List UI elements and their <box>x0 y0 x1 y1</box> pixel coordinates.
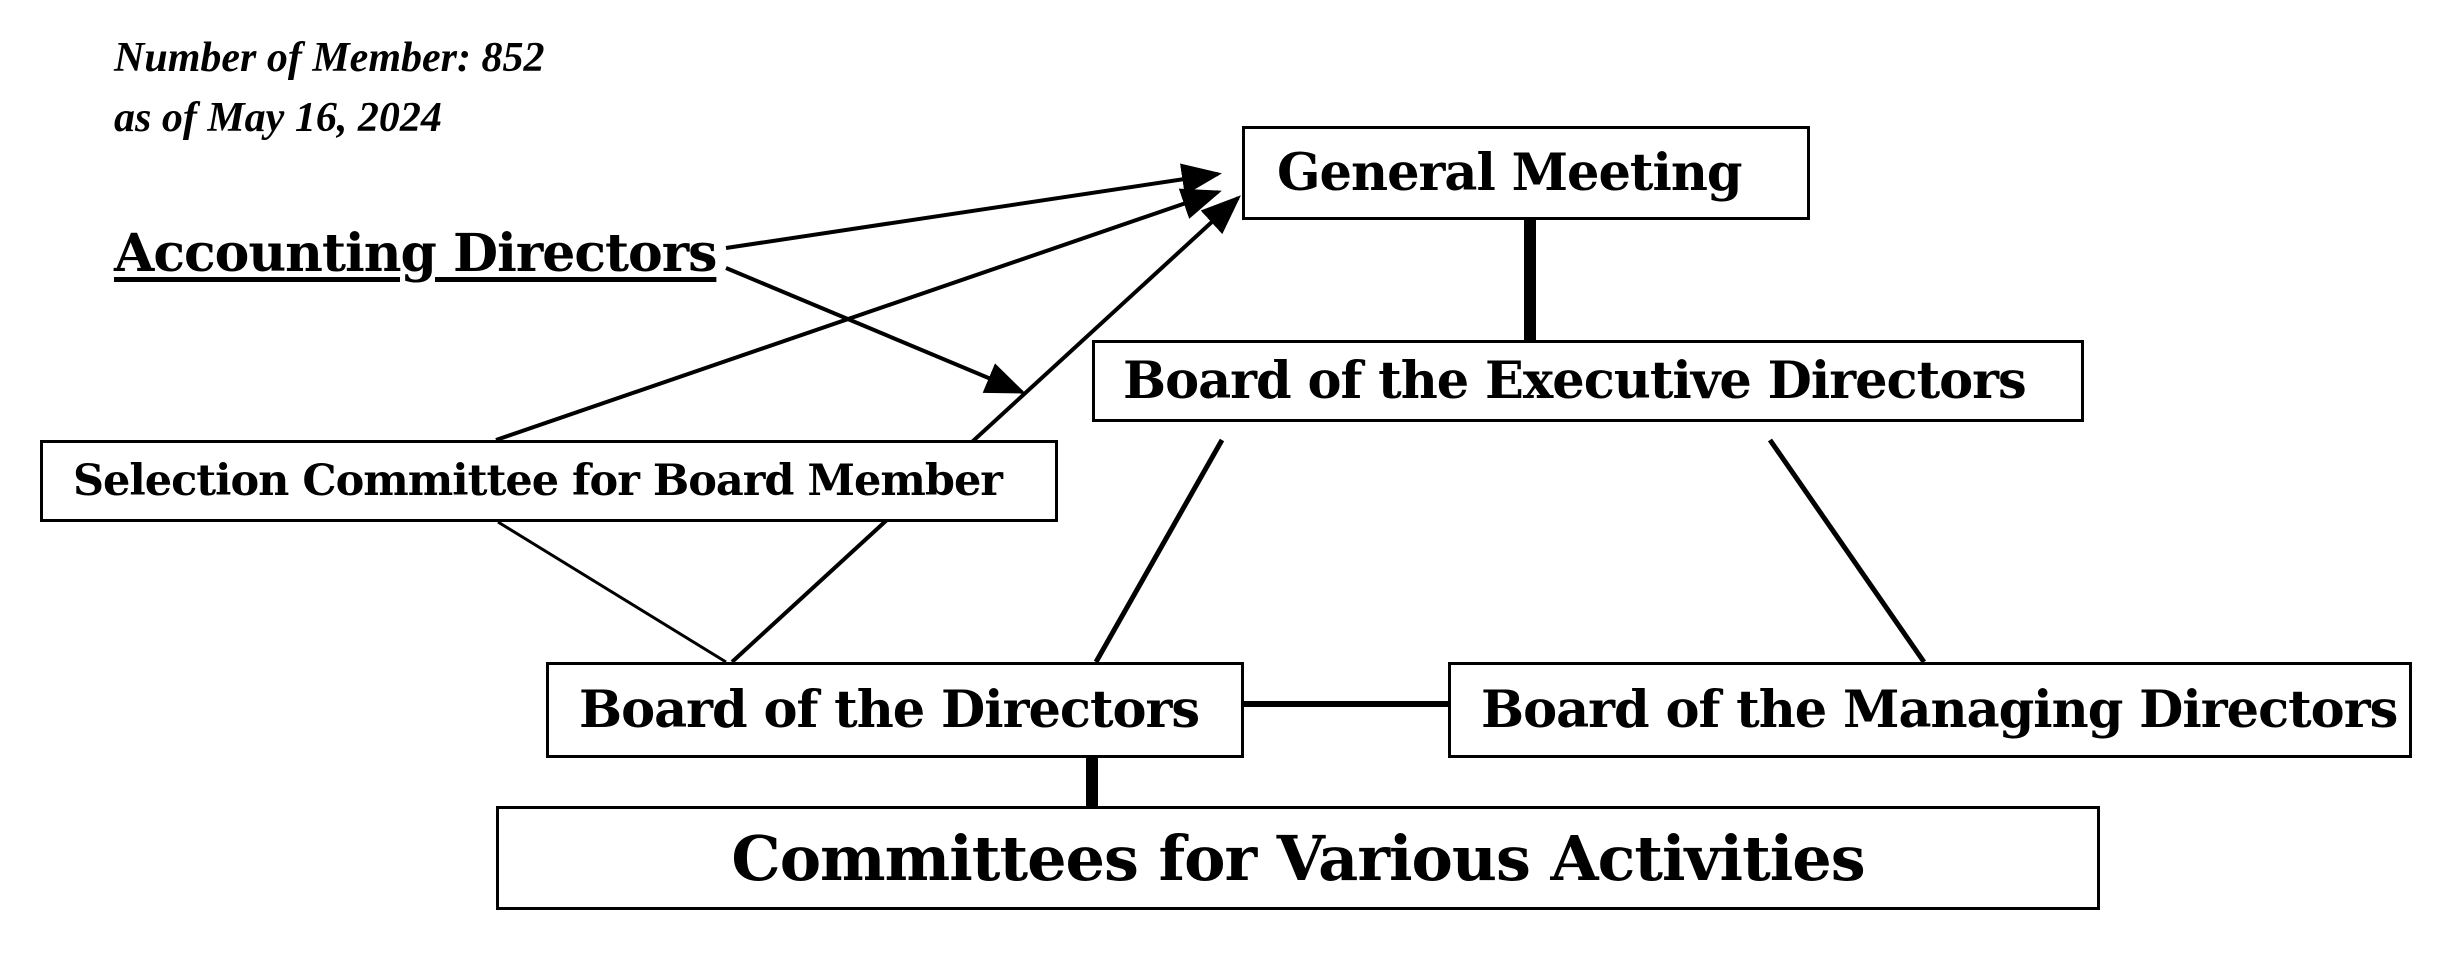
selection-committee-box: Selection Committee for Board Member <box>40 440 1058 522</box>
line-executive-to-directors <box>1093 438 1225 664</box>
executive-directors-box: Board of the Executive Directors <box>1092 340 2084 422</box>
line-selection-to-directors <box>497 520 727 664</box>
member-count-text: Number of Member: 852 <box>114 35 545 81</box>
general-meeting-label: General Meeting <box>1277 143 1743 203</box>
arrow-accounting-to-executive <box>725 266 1026 394</box>
executive-directors-label: Board of the Executive Directors <box>1123 351 2027 411</box>
committees-box: Committees for Various Activities <box>496 806 2100 910</box>
committees-label: Committees for Various Activities <box>731 821 1865 895</box>
as-of-date-text: as of May 16, 2024 <box>114 95 442 141</box>
line-executive-to-managing <box>1767 438 1927 664</box>
selection-committee-label: Selection Committee for Board Member <box>73 456 1003 506</box>
arrow-directors-to-general-meeting <box>730 195 1241 664</box>
managing-directors-label: Board of the Managing Directors <box>1481 680 2398 740</box>
arrow-selection-to-general-meeting <box>495 188 1222 442</box>
general-meeting-box: General Meeting <box>1242 126 1810 220</box>
arrow-accounting-to-general-meeting <box>725 163 1222 250</box>
directors-box: Board of the Directors <box>546 662 1244 758</box>
managing-directors-box: Board of the Managing Directors <box>1448 662 2412 758</box>
accounting-directors-label: Accounting Directors <box>114 223 717 284</box>
directors-label: Board of the Directors <box>579 680 1200 740</box>
